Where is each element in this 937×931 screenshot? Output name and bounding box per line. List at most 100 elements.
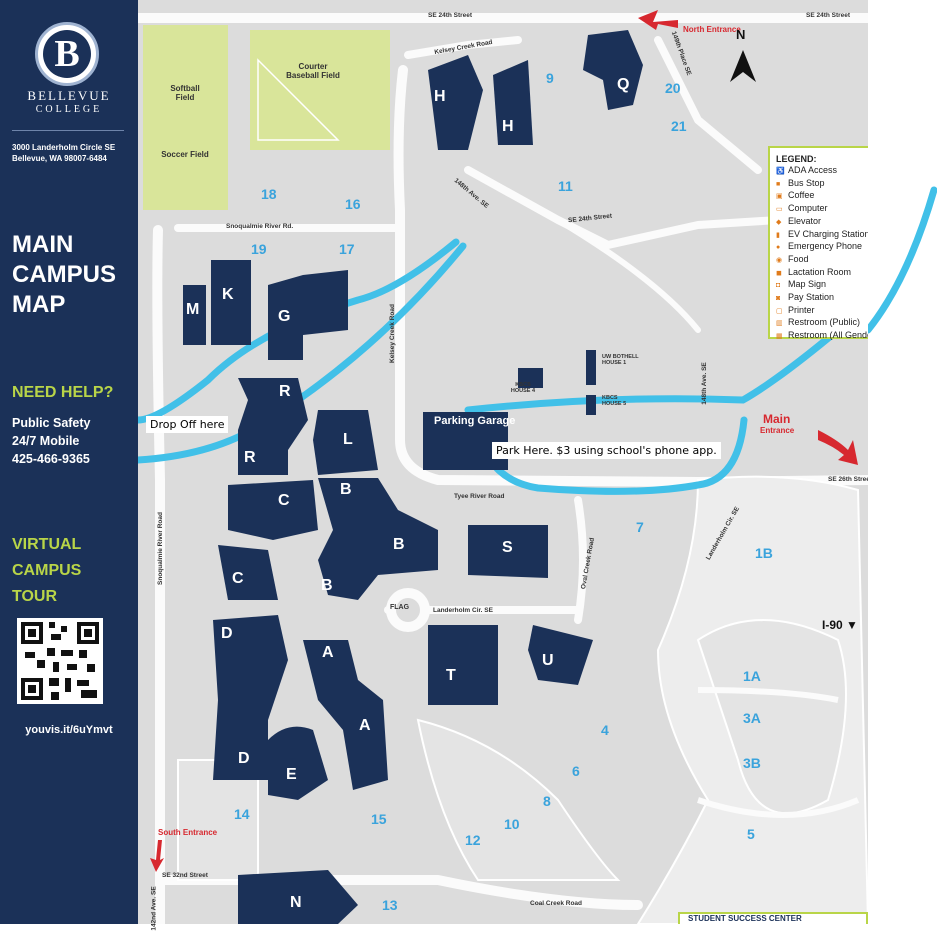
lot-7[interactable]: 7	[636, 519, 644, 535]
lot-21[interactable]: 21	[671, 118, 687, 134]
street-148th-right: 148th Ave. SE	[700, 362, 708, 405]
lot-3b[interactable]: 3B	[743, 755, 761, 771]
title-line-2: CAMPUS	[12, 261, 117, 288]
building-d2[interactable]: D	[238, 750, 250, 767]
north-entrance-arrow	[638, 10, 678, 30]
legend-item-label: Elevator	[788, 215, 822, 226]
legend-item: ◼ Lactation Room	[776, 267, 907, 280]
lot-14[interactable]: 14	[234, 806, 250, 822]
tour-heading: VIRTUAL CAMPUS TOUR	[12, 532, 81, 610]
lot-20[interactable]: 20	[665, 80, 681, 96]
lot-8[interactable]: 8	[543, 793, 551, 809]
building-u[interactable]: U	[542, 652, 554, 669]
lot-12[interactable]: 12	[465, 832, 481, 848]
building-s[interactable]: S	[502, 539, 513, 556]
bus-icon: ■	[776, 180, 781, 188]
lot-9[interactable]: 9	[546, 70, 554, 86]
printer-icon: ▢	[776, 307, 783, 315]
building-b1[interactable]: B	[340, 481, 352, 498]
college-name-sub: COLLEGE	[35, 104, 103, 115]
legend-item-label: Pay Station	[788, 292, 835, 303]
legend-item-label: Restroom (All Gender)	[788, 330, 879, 341]
help-heading: NEED HELP?	[12, 384, 114, 401]
street-se26th: SE 26th Street	[828, 476, 873, 483]
lot-10[interactable]: 10	[504, 816, 520, 832]
compass-label: N	[736, 27, 746, 42]
lot-19[interactable]: 19	[251, 241, 267, 257]
legend-item: ■ Bus Stop	[776, 178, 907, 191]
right-margin	[864, 0, 937, 924]
lot-4[interactable]: 4	[601, 722, 609, 738]
qr-code-icon[interactable]	[17, 618, 103, 704]
lot-1a[interactable]: 1A	[743, 668, 761, 684]
coffee-icon: ▣	[776, 193, 783, 201]
building-q[interactable]: Q	[617, 76, 630, 93]
tour-line-3: TOUR	[12, 588, 58, 605]
help-line-1: Public Safety	[12, 416, 91, 430]
building-a1[interactable]: A	[322, 644, 334, 661]
building-r2[interactable]: R	[244, 449, 256, 466]
legend-item: ▦Restroom (All Gender)	[776, 330, 907, 343]
legend-item: ▭Computer	[776, 203, 907, 216]
street-coal-creek: Coal Creek Road	[530, 900, 583, 907]
parking-garage[interactable]: Parking Garage	[424, 413, 515, 469]
building-m[interactable]: M	[186, 301, 200, 318]
legend-item: ▣ Coffee	[776, 190, 907, 203]
street-landerholm: Landerholm Cir. SE	[433, 607, 493, 614]
kbcs-house-4: KBCS HOUSE 4	[510, 382, 536, 394]
building-l[interactable]: L	[343, 431, 353, 448]
virtual-tour-link[interactable]: youvis.it/6uYmvt	[25, 724, 113, 736]
campus-map[interactable]: H H Q M K G R R L C C B B B S D D A A T …	[138, 0, 909, 931]
street-snoqualmie-top: Snoqualmie River Rd.	[226, 223, 294, 230]
lot-15[interactable]: 15	[371, 811, 387, 827]
lactation-icon: ◼	[776, 269, 782, 277]
uw-bothell-house-1: UW BOTHELL HOUSE 1	[602, 354, 639, 366]
phone-icon: ●	[776, 244, 781, 252]
legend-item: ◆Elevator	[776, 216, 907, 229]
address-line-1: 3000 Landerholm Circle SE	[12, 143, 116, 152]
pay-icon: ◙	[776, 295, 781, 303]
main-entrance-label-2: Entrance	[760, 426, 795, 435]
lot-13[interactable]: 13	[382, 897, 398, 913]
building-h1[interactable]: H	[434, 88, 446, 105]
ada-icon: ♿	[776, 168, 785, 175]
building-g[interactable]: G	[278, 308, 291, 325]
legend-item: ▢Printer	[776, 305, 907, 318]
legend-item-label: Coffee	[788, 190, 815, 201]
building-d1[interactable]: D	[221, 625, 233, 642]
help-line-2: 24/7 Mobile	[12, 434, 80, 448]
lot-6[interactable]: 6	[572, 763, 580, 779]
lot-16[interactable]: 16	[345, 196, 361, 212]
legend-item-label: Bus Stop	[788, 177, 825, 188]
legend-item-label: Lactation Room	[788, 266, 852, 277]
building-e[interactable]: E	[286, 766, 297, 783]
i90-label: I-90 ▼	[822, 618, 858, 632]
lot-3a[interactable]: 3A	[743, 710, 761, 726]
building-n[interactable]: N	[290, 894, 302, 911]
legend-item: ◉Food	[776, 254, 907, 267]
page-title: MAIN CAMPUS MAP	[12, 230, 116, 320]
building-r1[interactable]: R	[279, 383, 291, 400]
lot-18[interactable]: 18	[261, 186, 277, 202]
computer-icon: ▭	[776, 206, 783, 214]
street-se32nd: SE 32nd Street	[162, 872, 208, 879]
building-a2[interactable]: A	[359, 717, 371, 734]
legend-title: LEGEND:	[776, 154, 817, 164]
lot-11[interactable]: 11	[558, 178, 573, 194]
building-t[interactable]: T	[446, 667, 456, 684]
building-c2[interactable]: C	[232, 570, 244, 587]
ev-icon: ▮	[776, 231, 780, 239]
lot-17[interactable]: 17	[339, 241, 355, 257]
lot-5[interactable]: 5	[747, 826, 755, 842]
sidebar: B BELLEVUE COLLEGE 3000 Landerholm Circl…	[0, 0, 138, 924]
help-phone[interactable]: 425-466-9365	[12, 452, 90, 466]
legend-item: ♿ADA Access	[776, 165, 907, 178]
restroom-icon: ▥	[776, 320, 783, 328]
lot-1b[interactable]: 1B	[755, 545, 773, 561]
building-b3[interactable]: B	[321, 577, 333, 594]
building-c1[interactable]: C	[278, 492, 290, 509]
building-h2[interactable]: H	[502, 118, 514, 135]
legend-item-label: Emergency Phone	[788, 241, 863, 252]
building-b2[interactable]: B	[393, 536, 405, 553]
building-k[interactable]: K	[222, 286, 234, 303]
